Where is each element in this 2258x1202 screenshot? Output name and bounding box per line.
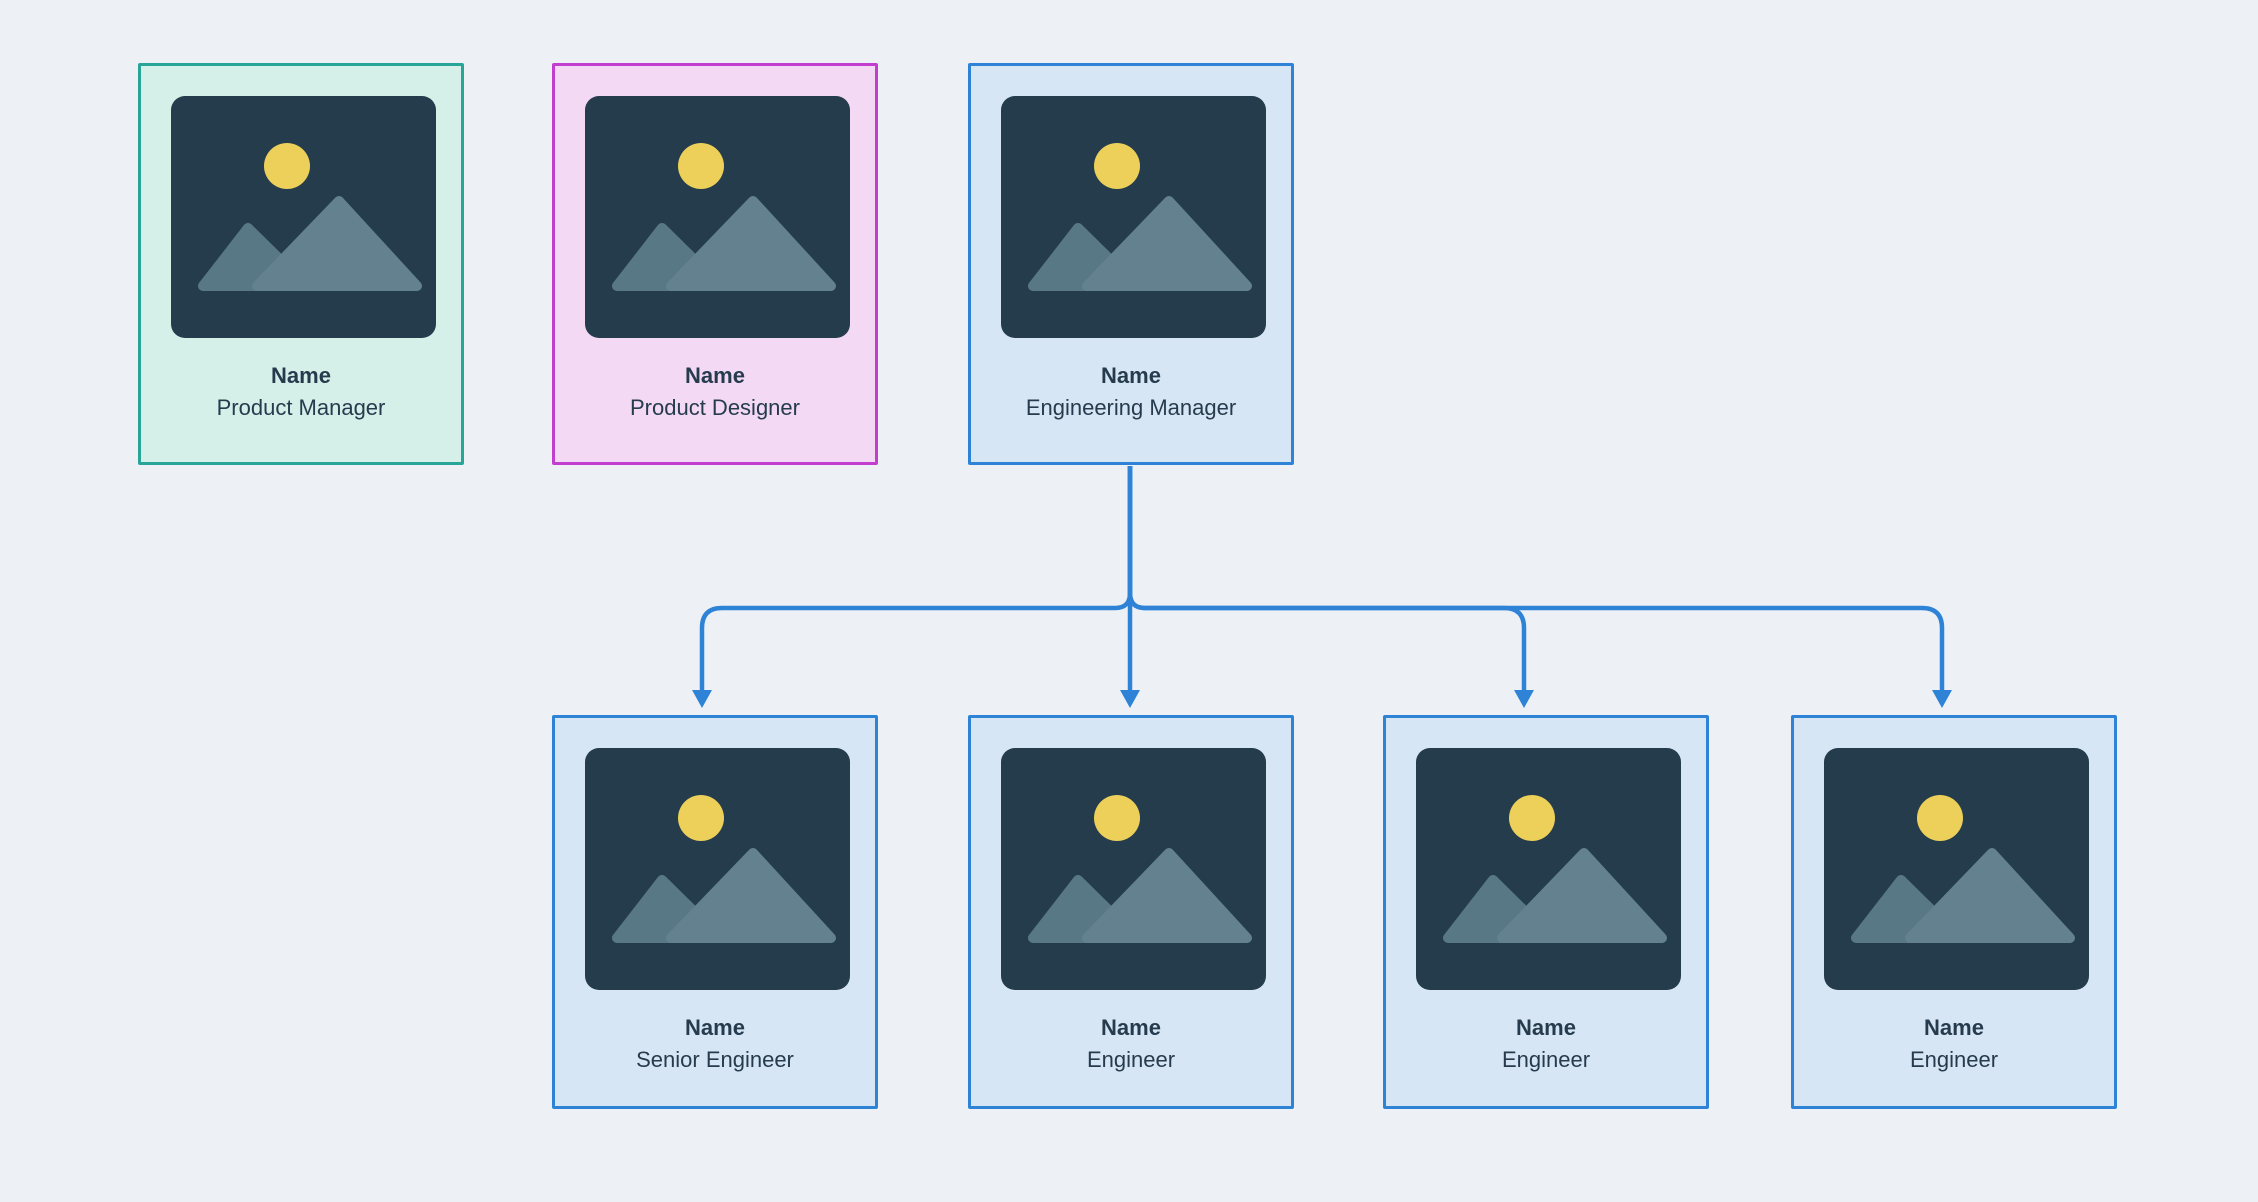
card-name: Name: [685, 363, 745, 388]
image-placeholder-icon: [585, 96, 850, 338]
card-role: Engineer: [1909, 1047, 1999, 1072]
card-senior-engineer[interactable]: Name Senior Engineer: [552, 715, 878, 1109]
card-role: Engineer: [1086, 1047, 1176, 1072]
card-engineer-3[interactable]: Name Engineer: [1791, 715, 2117, 1109]
edge-to-senior-engineer: [699, 466, 1133, 691]
card-name: Name: [685, 1015, 745, 1040]
card-engineer-2[interactable]: Name Engineer: [1383, 715, 1709, 1109]
card-role: Product Manager: [216, 395, 386, 420]
card-engineer-1[interactable]: Name Engineer: [968, 715, 1294, 1109]
card-role: Engineering Manager: [1025, 395, 1237, 420]
arrowhead: [1932, 690, 1952, 708]
card-role: Engineer: [1501, 1047, 1591, 1072]
card-name: Name: [1924, 1015, 1984, 1040]
edge-to-engineer-3: [1127, 466, 1945, 691]
image-placeholder-icon: [585, 748, 850, 990]
arrowhead: [692, 690, 712, 708]
image-placeholder-icon: [171, 96, 436, 338]
card-name: Name: [1101, 363, 1161, 388]
card-product-designer[interactable]: Name Product Designer: [552, 63, 878, 465]
image-placeholder-icon: [1824, 748, 2089, 990]
card-name: Name: [271, 363, 331, 388]
arrowhead: [1514, 690, 1534, 708]
card-role: Product Designer: [630, 395, 800, 420]
card-role: Senior Engineer: [636, 1047, 794, 1072]
image-placeholder-icon: [1001, 96, 1266, 338]
image-placeholder-icon: [1001, 748, 1266, 990]
edge-to-engineer-2: [1127, 466, 1527, 691]
arrowhead: [1120, 690, 1140, 708]
card-engineering-manager[interactable]: Name Engineering Manager: [968, 63, 1294, 465]
card-product-manager[interactable]: Name Product Manager: [138, 63, 464, 465]
card-name: Name: [1101, 1015, 1161, 1040]
card-name: Name: [1516, 1015, 1576, 1040]
image-placeholder-icon: [1416, 748, 1681, 990]
